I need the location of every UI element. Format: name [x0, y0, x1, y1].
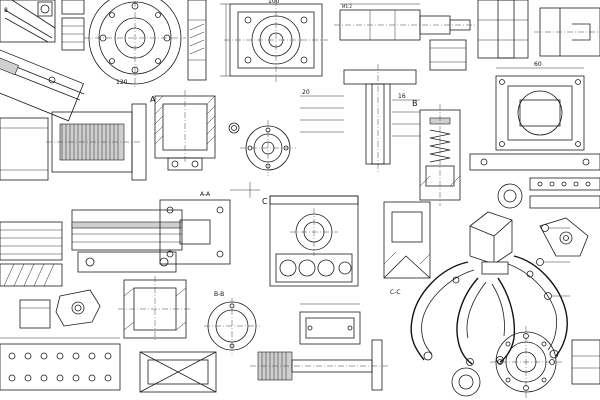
- dim-label: 20: [302, 89, 310, 96]
- manifold-block-center: C: [262, 195, 359, 287]
- dim-label: 60: [534, 61, 542, 68]
- slide-block-bottom-center: [299, 303, 361, 345]
- dim-label: 100: [268, 0, 280, 5]
- section-callout: C: [262, 197, 268, 206]
- gripper-finger-left-inner: [456, 277, 487, 366]
- shaft-far-right: [477, 0, 600, 59]
- flange-bottom-right: [451, 326, 600, 398]
- square-flange-top-center: 100: [220, 0, 328, 82]
- robotic-gripper: [410, 211, 589, 366]
- rail-far-right: [497, 177, 600, 209]
- spring-assembly: [419, 104, 461, 206]
- gripper-finger-right-outer: [507, 255, 568, 359]
- piston-rod-bottom: [250, 339, 390, 391]
- callout-lines: A B: [150, 95, 570, 300]
- section-callout: B: [412, 99, 418, 108]
- flange-side-view: [187, 0, 207, 81]
- dim-label: 16: [398, 93, 406, 100]
- shaft-top-right: M1:2: [334, 3, 476, 71]
- guide-block-left: [0, 221, 63, 287]
- ring-gear-center: [228, 120, 296, 176]
- gripper-finger-right-inner: [491, 277, 516, 364]
- housing-plate-right: 60: [469, 61, 600, 171]
- flange-view-top: 120: [84, 0, 186, 88]
- base-plate-bottom-left: [0, 337, 121, 391]
- bearing-housing-section: [154, 90, 216, 171]
- angle-bracket-bottom-left: [19, 289, 101, 329]
- dim-label: 8: [4, 7, 8, 14]
- annotation: M1:2: [342, 4, 352, 9]
- clamp-assembly-bottom-left: [118, 276, 192, 342]
- dim-label: 120: [116, 79, 128, 86]
- threaded-cylinder-left: [0, 103, 147, 181]
- plate-w-holes-left-center: A-A: [159, 191, 231, 265]
- section-callout: A: [150, 95, 156, 104]
- section-label: C-C: [390, 289, 401, 296]
- small-ring-bottom-center: B-B: [204, 291, 260, 354]
- section-label: B-B: [214, 291, 224, 298]
- vertical-shaft-center: 20 16: [300, 64, 420, 172]
- section-label: A-A: [200, 191, 211, 198]
- rail-assembly-top-left: 8: [0, 0, 85, 122]
- bracket-right-center: C-C: [383, 201, 431, 296]
- frame-bottom-mid: [139, 351, 217, 393]
- gripper-finger-left-outer: [410, 261, 475, 361]
- slide-rail-mid: [71, 209, 183, 273]
